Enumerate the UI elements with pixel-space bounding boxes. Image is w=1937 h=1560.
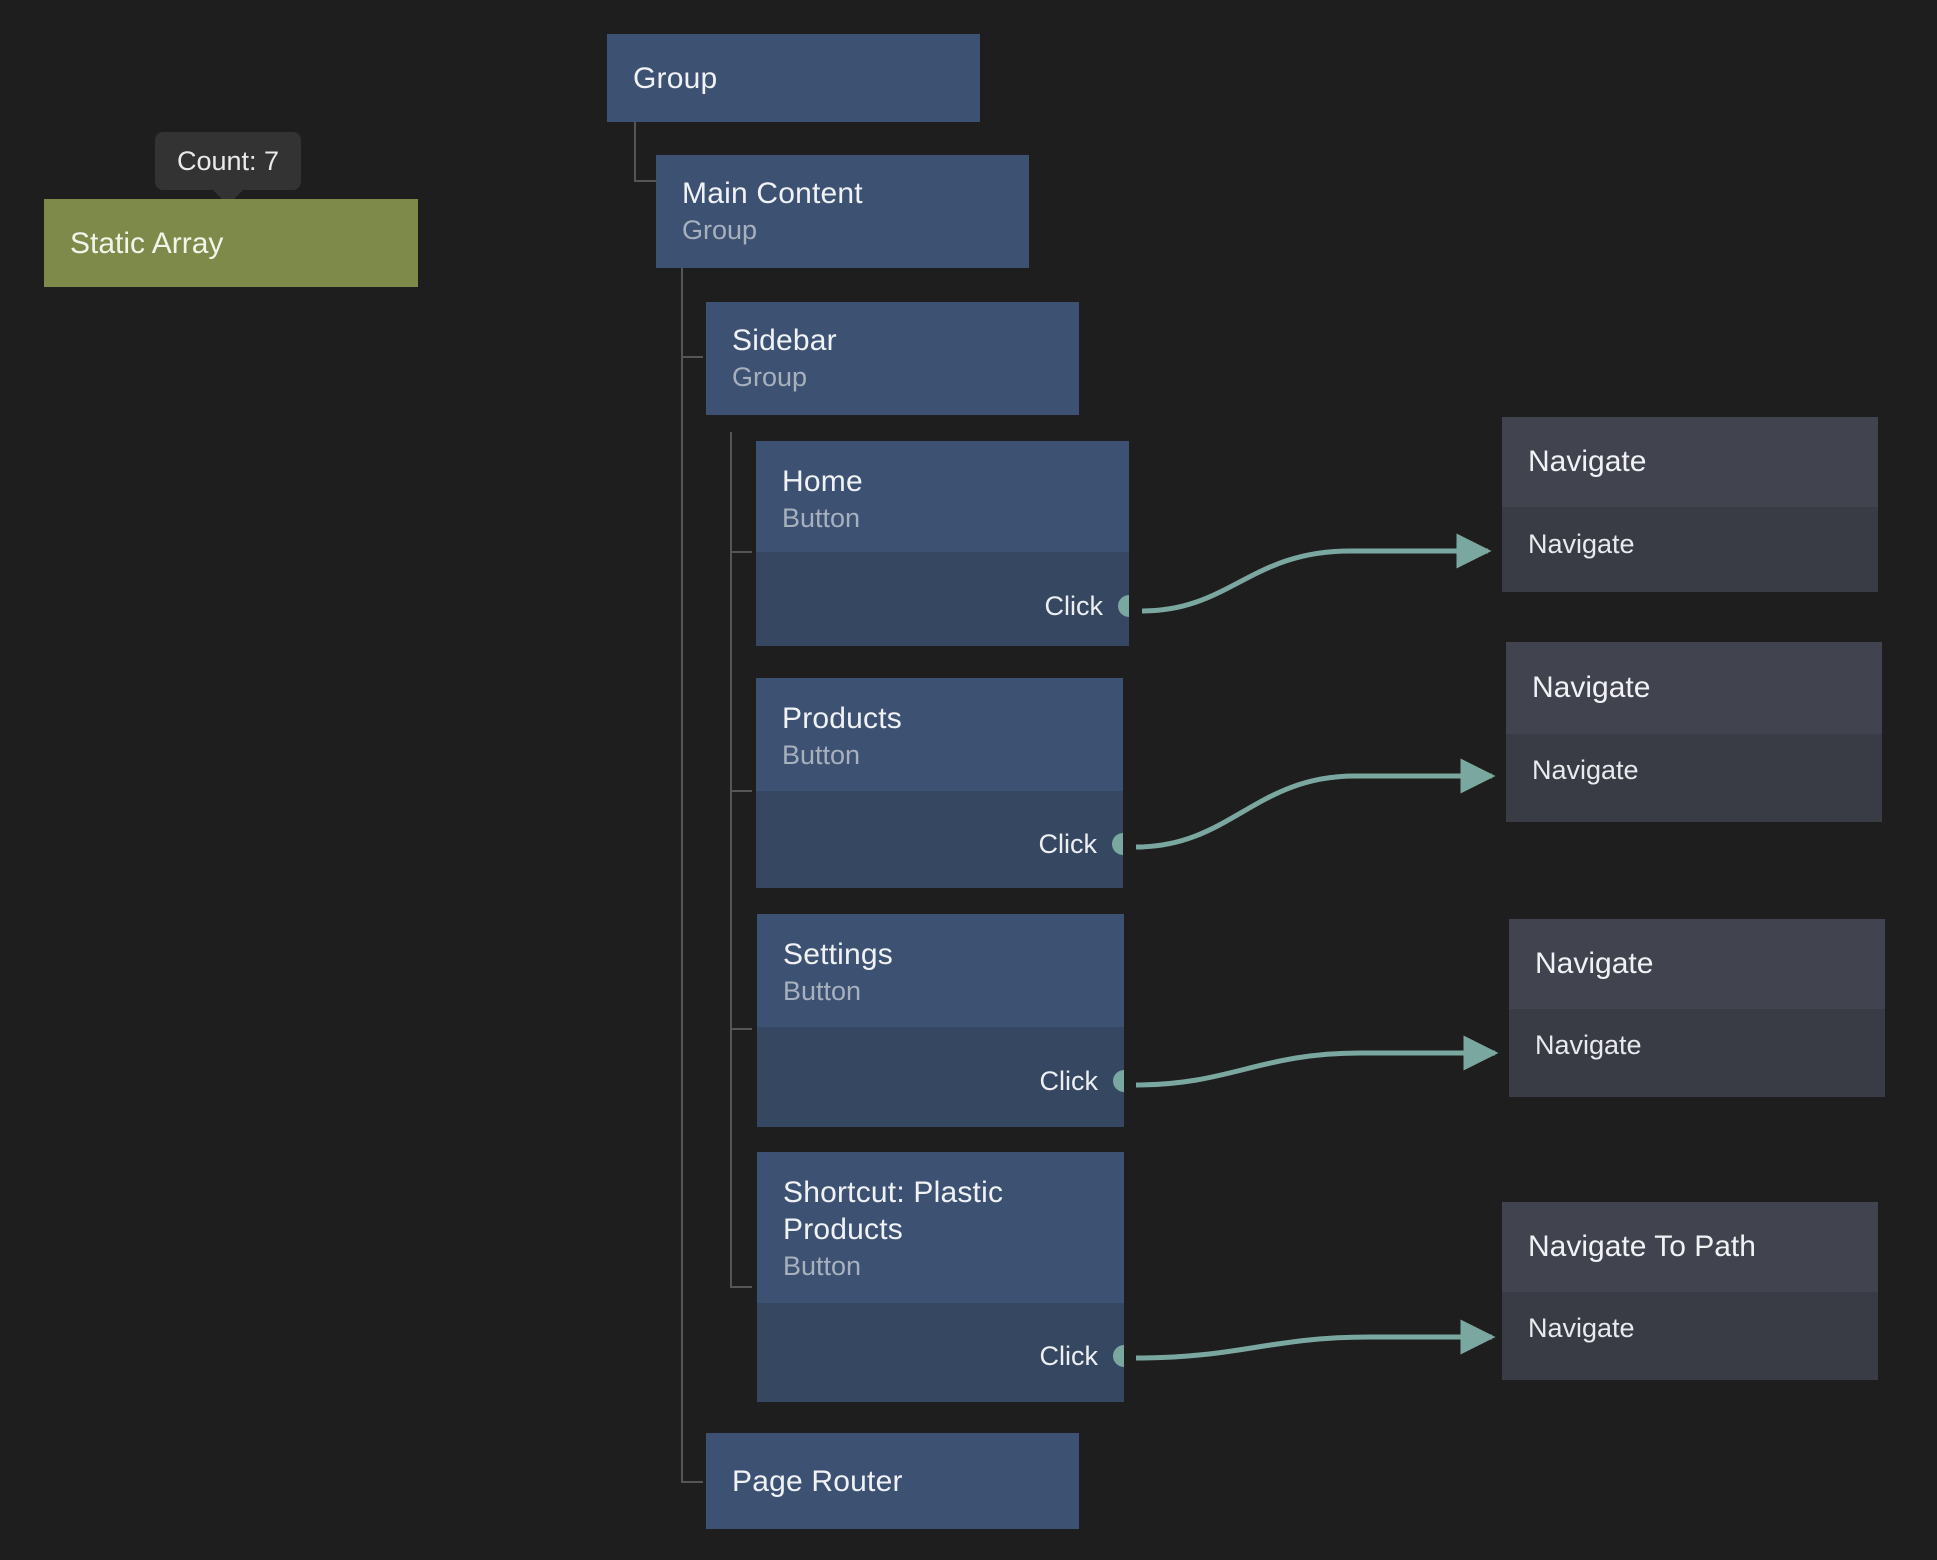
node-settings-title: Settings [783,938,893,971]
node-navigate-home-port-row[interactable]: Navigate [1502,527,1878,561]
node-shortcut-click-port-label: Click [1039,1341,1099,1371]
node-navigate-home-title: Navigate [1528,445,1647,478]
node-shortcut-plastic-products-title: Shortcut: Plastic Products [783,1176,1004,1246]
tree-line-products-stub [730,790,752,792]
node-settings-body: Click [757,1027,1124,1127]
node-shortcut-click-port-row[interactable]: Click [757,1339,1124,1373]
node-sidebar[interactable]: Sidebar Group [706,302,1079,415]
node-settings-subtitle: Button [783,976,862,1006]
node-navigate-settings-title: Navigate [1535,947,1654,980]
node-sidebar-header: Sidebar Group [706,302,1079,415]
node-sidebar-title: Sidebar [732,324,837,357]
node-home-click-port-label: Click [1044,591,1104,621]
node-settings[interactable]: Settings Button Click [757,914,1124,1127]
node-navigate-products-port-label: Navigate [1532,755,1639,785]
node-products-body: Click [756,791,1123,888]
node-group-header: Group [607,34,980,122]
node-products-header: Products Button [756,678,1123,791]
edge-home-to-navigate [1141,533,1492,614]
node-navigate-products[interactable]: Navigate Navigate [1506,642,1882,822]
tree-line-home-stub [730,551,752,553]
node-navigate-to-path-header: Navigate To Path [1502,1202,1878,1292]
node-navigate-products-header: Navigate [1506,642,1882,734]
tree-line-group-stub [634,180,656,182]
node-home-title: Home [782,465,863,498]
tree-line-settings-stub [730,1028,752,1030]
node-home-body: Click [756,552,1129,646]
node-navigate-home[interactable]: Navigate Navigate [1502,417,1878,592]
node-navigate-settings-port-label: Navigate [1535,1030,1642,1060]
node-settings-click-port-label: Click [1039,1066,1099,1096]
edge-products-to-navigate [1135,758,1496,850]
node-page-router-title: Page Router [732,1464,903,1498]
node-shortcut-plastic-products[interactable]: Shortcut: Plastic Products Button Click [757,1152,1124,1402]
edge-shortcut-to-navigate-to-path [1135,1319,1496,1361]
node-group-title: Group [633,61,718,95]
node-products-click-port-row[interactable]: Click [756,827,1123,861]
tree-line-group-vertical [634,122,636,182]
node-navigate-settings-port-row[interactable]: Navigate [1509,1028,1885,1062]
node-home-click-port-row[interactable]: Click [756,589,1129,623]
node-navigate-products-title: Navigate [1532,671,1651,704]
node-navigate-home-header: Navigate [1502,417,1878,507]
node-shortcut-plastic-products-header: Shortcut: Plastic Products Button [757,1152,1124,1303]
node-shortcut-plastic-products-body: Click [757,1303,1124,1402]
node-navigate-to-path-port-label: Navigate [1528,1313,1635,1343]
node-shortcut-plastic-products-subtitle: Button [783,1251,862,1281]
count-tooltip: Count: 7 [155,132,302,205]
edge-settings-to-navigate [1135,1035,1499,1088]
node-static-array[interactable]: Static Array [44,199,418,287]
node-settings-click-port-row[interactable]: Click [757,1064,1124,1098]
tree-line-sidebar-stub [681,356,703,358]
node-home-header: Home Button [756,441,1129,552]
node-home-subtitle: Button [782,503,861,533]
node-navigate-to-path[interactable]: Navigate To Path Navigate [1502,1202,1878,1380]
node-navigate-products-body: Navigate [1506,734,1882,822]
node-products-click-port-dot[interactable] [1112,833,1123,855]
node-settings-header: Settings Button [757,914,1124,1027]
node-settings-click-port-dot[interactable] [1113,1070,1124,1092]
node-products-subtitle: Button [782,740,861,770]
node-page-router-header: Page Router [706,1433,1079,1529]
node-navigate-to-path-body: Navigate [1502,1292,1878,1380]
tree-line-shortcut-stub [730,1286,752,1288]
node-home-click-port-dot[interactable] [1118,595,1129,617]
node-navigate-home-body: Navigate [1502,507,1878,592]
node-products[interactable]: Products Button Click [756,678,1123,888]
node-navigate-to-path-title: Navigate To Path [1528,1230,1756,1263]
node-navigate-products-port-row[interactable]: Navigate [1506,753,1882,787]
node-main-content-subtitle: Group [682,215,758,245]
node-navigate-settings-body: Navigate [1509,1009,1885,1097]
node-page-router[interactable]: Page Router [706,1433,1079,1529]
node-main-content[interactable]: Main Content Group [656,155,1029,268]
node-home[interactable]: Home Button Click [756,441,1129,646]
node-navigate-settings[interactable]: Navigate Navigate [1509,919,1885,1097]
node-sidebar-subtitle: Group [732,362,808,392]
node-navigate-settings-header: Navigate [1509,919,1885,1009]
tree-line-pagerouter-stub [681,1481,703,1483]
tree-line-maincontent-vertical [681,268,683,1483]
count-tooltip-label: Count: 7 [177,146,280,176]
node-group[interactable]: Group [607,34,980,122]
node-static-array-title: Static Array [70,226,224,260]
node-main-content-header: Main Content Group [656,155,1029,268]
node-products-click-port-label: Click [1038,829,1098,859]
node-navigate-to-path-port-row[interactable]: Navigate [1502,1311,1878,1345]
node-products-title: Products [782,702,902,735]
node-main-content-title: Main Content [682,177,863,210]
node-navigate-home-port-label: Navigate [1528,529,1635,559]
tree-line-sidebar-children-vertical [730,432,732,1288]
node-shortcut-click-port-dot[interactable] [1113,1345,1124,1367]
